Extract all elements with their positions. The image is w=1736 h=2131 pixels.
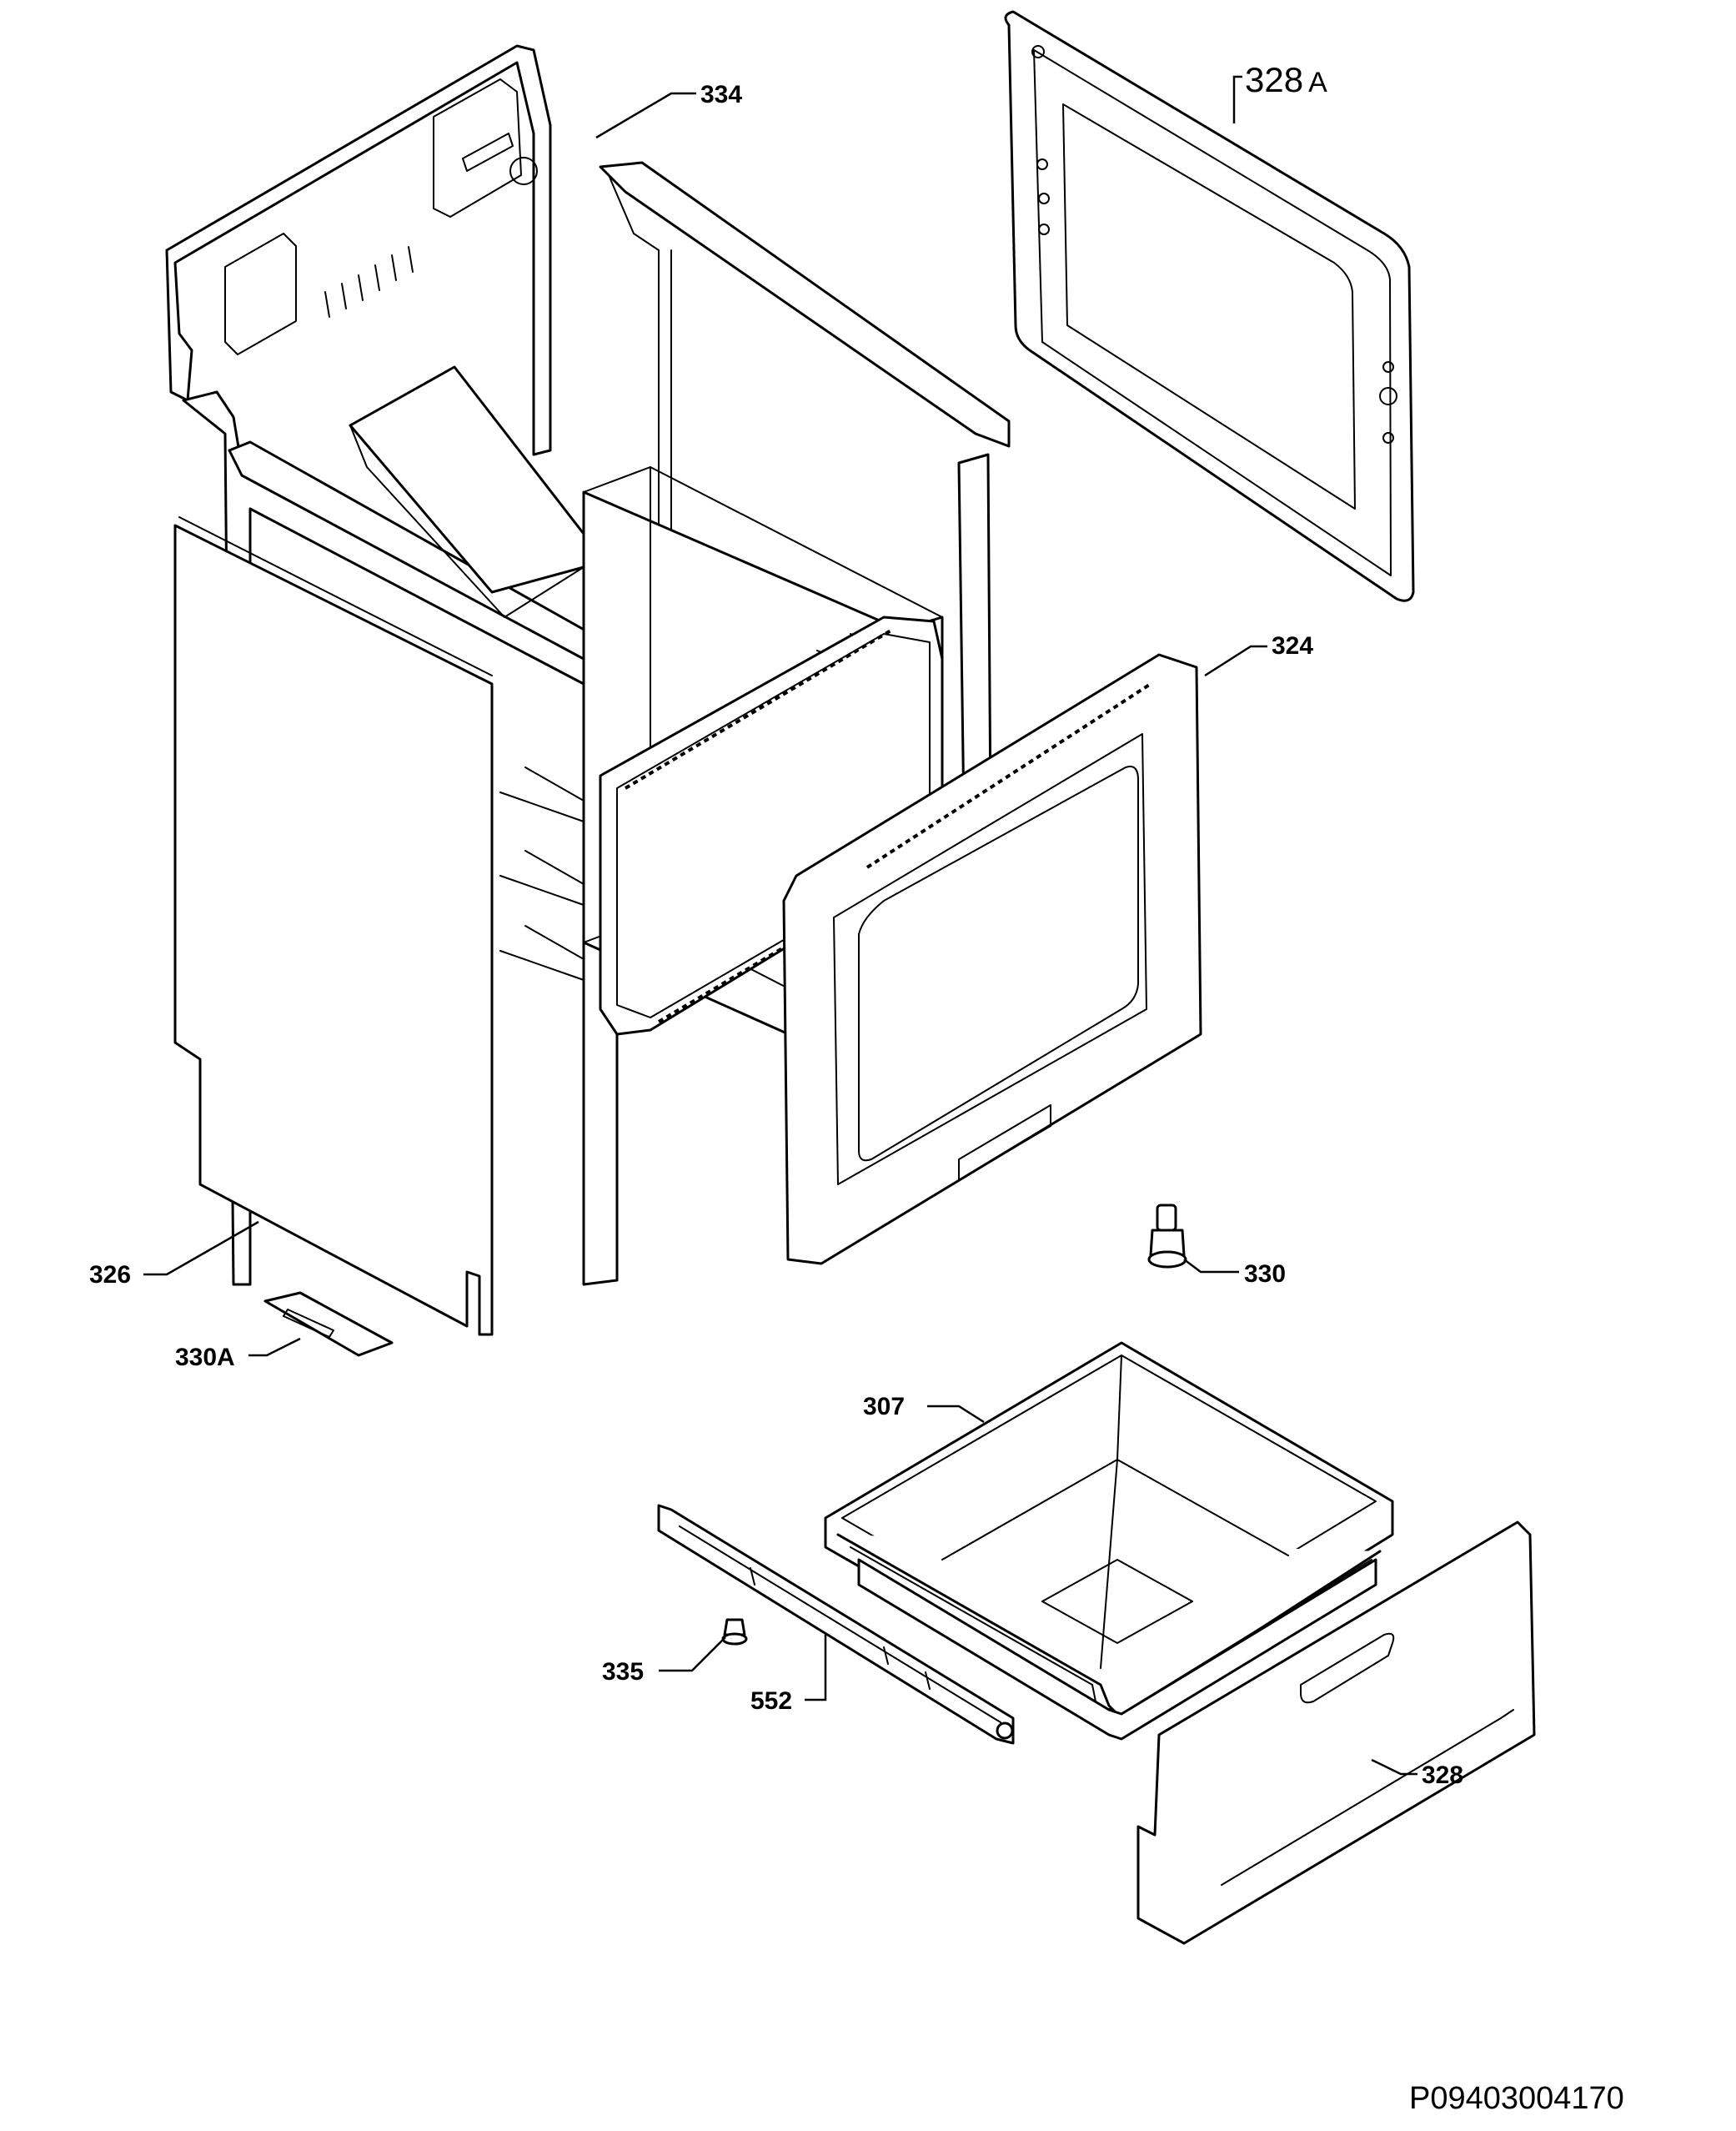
callout-328A-suffix: A <box>1308 67 1327 98</box>
callout-328: 328 <box>1422 1762 1463 1789</box>
callout-326: 326 <box>89 1261 131 1289</box>
leader-lines <box>143 75 1417 1776</box>
inner-door-glass-328A <box>1004 10 1415 602</box>
side-panel-326 <box>173 516 494 1336</box>
runner-552 <box>657 1504 1015 1745</box>
screw-335 <box>721 1618 748 1646</box>
drawer-pan-307 <box>824 1341 1394 1741</box>
callout-328A-number: 328 <box>1245 60 1303 99</box>
bracket-330A <box>263 1291 394 1357</box>
callout-324: 324 <box>1272 632 1313 660</box>
door-frame-324 <box>782 653 1202 1265</box>
document-id: P09403004170 <box>1409 2081 1624 2116</box>
callout-330: 330 <box>1244 1260 1286 1288</box>
callout-335: 335 <box>602 1658 644 1686</box>
callout-552: 552 <box>750 1687 792 1715</box>
callout-307: 307 <box>863 1393 905 1420</box>
foot-330 <box>1147 1204 1187 1269</box>
callout-334: 334 <box>700 81 742 108</box>
drawer-front-328 <box>1136 1520 1536 1945</box>
callout-330A: 330A <box>175 1344 235 1371</box>
